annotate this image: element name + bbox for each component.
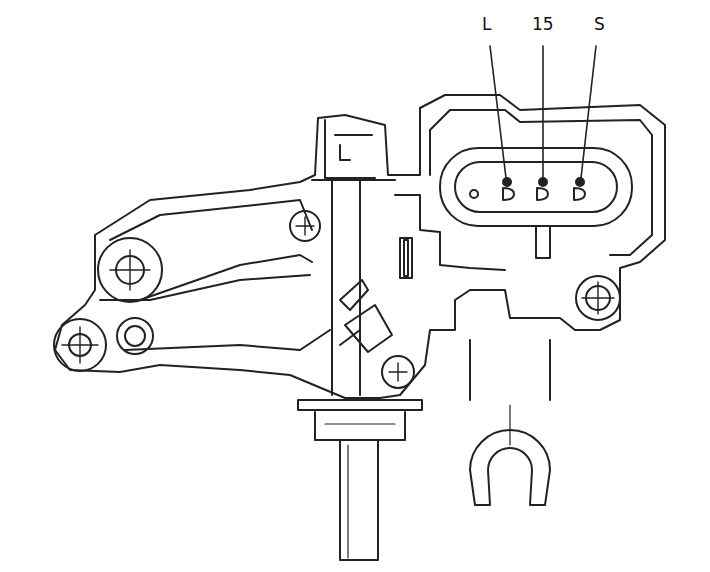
pin-label: 15 <box>531 16 555 33</box>
pin-label: S <box>593 16 606 33</box>
pin-label: L <box>481 16 492 33</box>
